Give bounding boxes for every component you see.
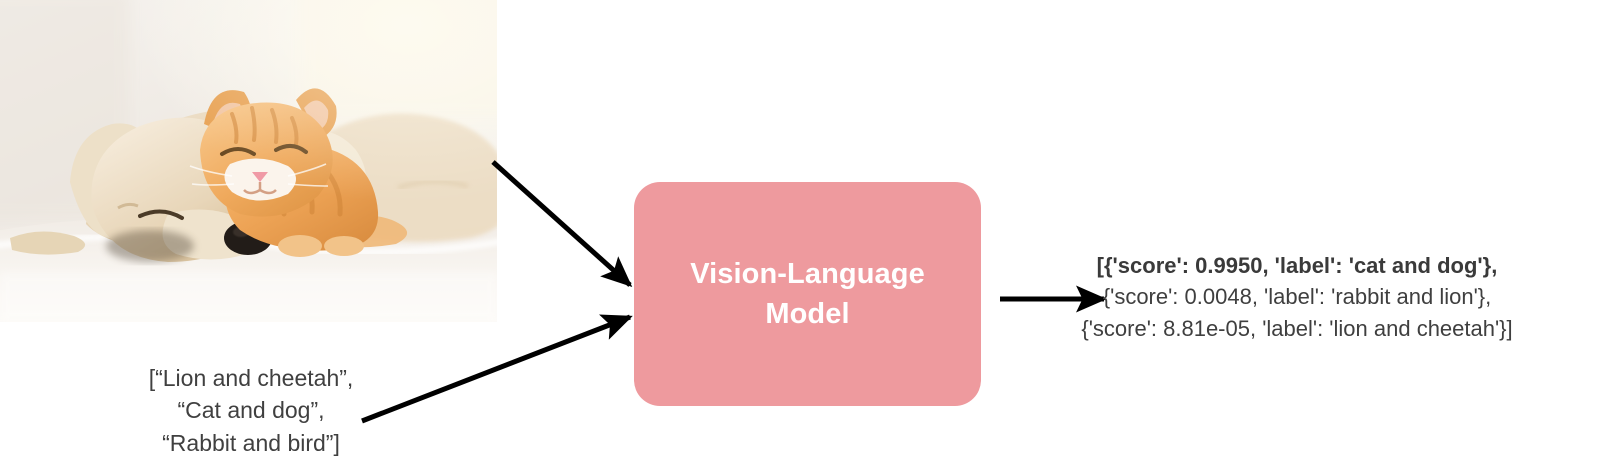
model-label-line-1: Vision-Language — [690, 257, 925, 290]
model-box: Vision-Language Model — [634, 182, 981, 406]
output-line-3: {'score': 8.81e-05, 'label': 'lion and c… — [1081, 315, 1513, 341]
prompt-line-3: “Rabbit and bird”] — [162, 429, 340, 456]
model-box-label: Vision-Language Model — [690, 254, 925, 334]
output-line-2: {'score': 0.0048, 'label': 'rabbit and l… — [1102, 284, 1492, 310]
input-image — [0, 0, 497, 322]
output-line-1: [{'score': 0.9950, 'label': 'cat and dog… — [1096, 253, 1498, 278]
prompt-line-1: [“Lion and cheetah”, — [148, 365, 354, 391]
output-text-block: [{'score': 0.9950, 'label': 'cat and dog… — [1042, 250, 1552, 344]
arrow-image-to-model — [491, 160, 633, 288]
model-label-line-2: Model — [765, 298, 850, 330]
prompt-text-block: [“Lion and cheetah”, “Cat and dog”, “Rab… — [96, 362, 406, 459]
prompt-line-2: “Cat and dog”, — [177, 397, 325, 424]
puppy-and-kitten-photo — [0, 0, 497, 322]
